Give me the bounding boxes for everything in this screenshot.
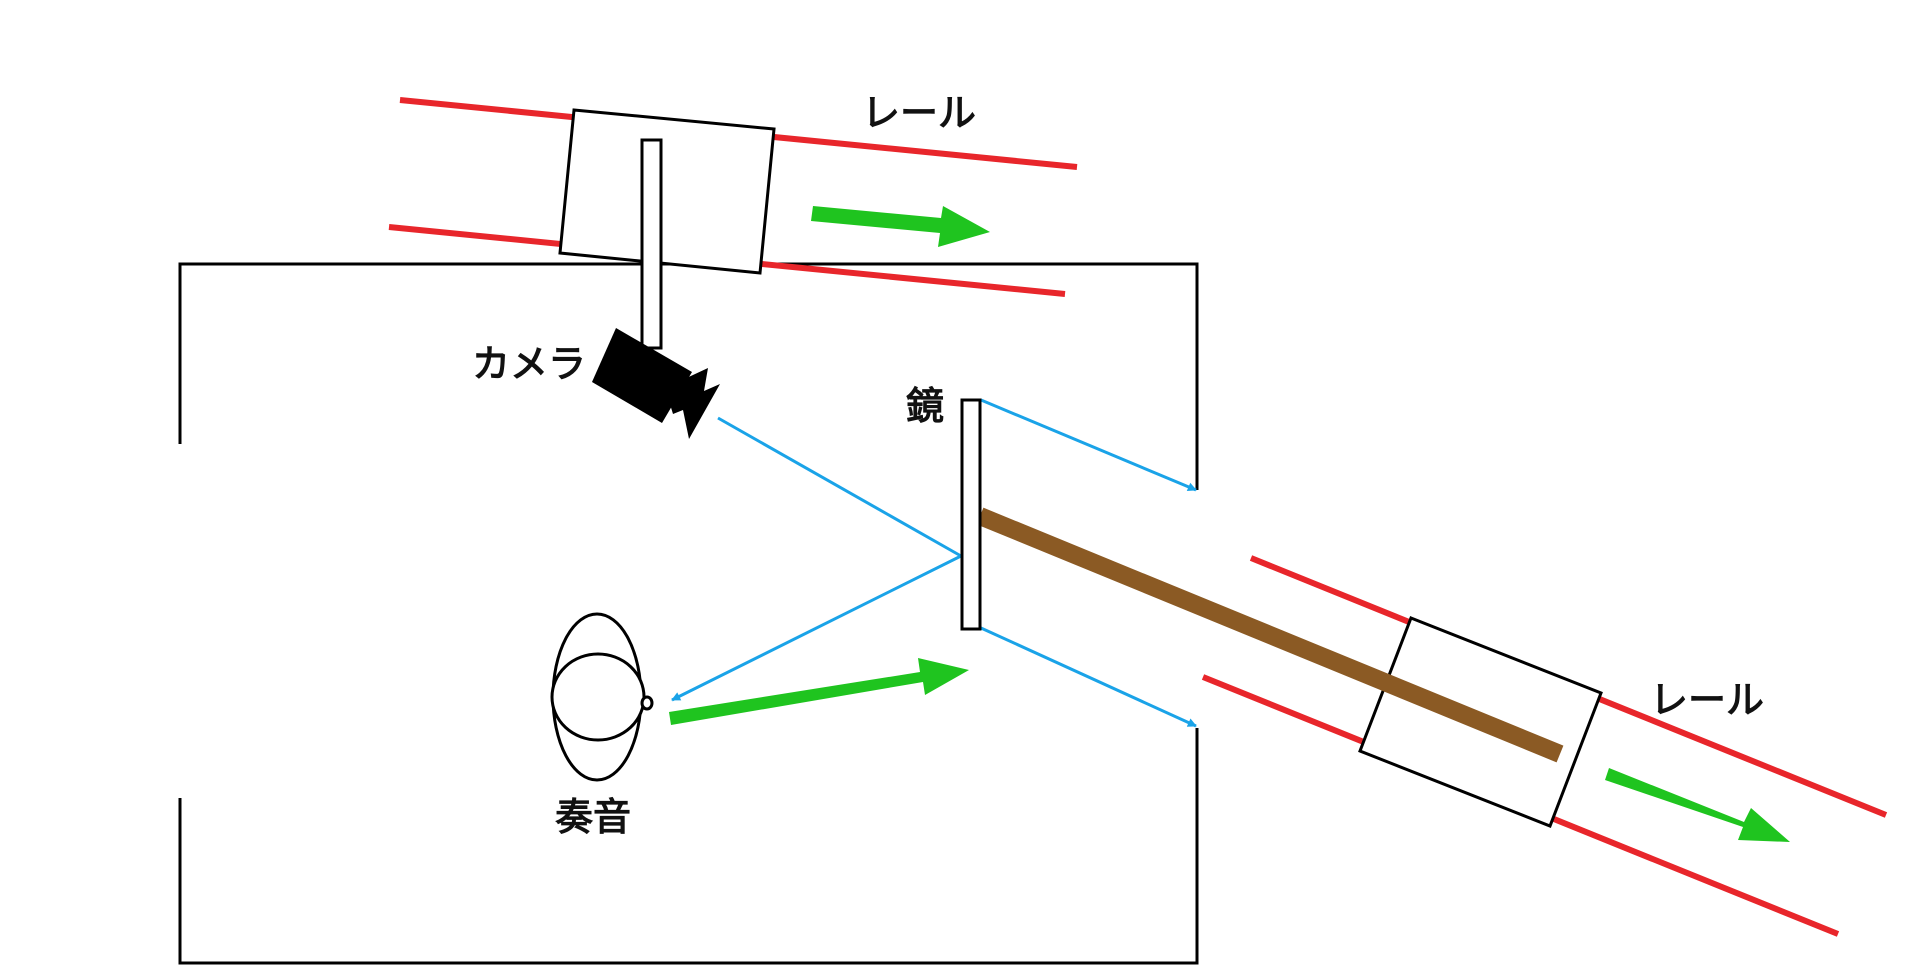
video-camera-icon [592, 328, 720, 439]
person-top-view-icon [550, 612, 654, 782]
mirror-label: 鏡 [906, 384, 944, 428]
mirror-arm [976, 507, 1564, 763]
ray-mirror-edge-lower [980, 626, 1197, 728]
camera-label: カメラ [472, 342, 586, 386]
room-wall-lower [178, 728, 1199, 965]
light-rays [671, 398, 1197, 728]
camera-mount-pole [640, 138, 663, 350]
ray-camera-to-mirror [717, 416, 962, 558]
room-walls [178, 262, 1199, 965]
rail-right-label: レール [1650, 678, 1764, 722]
ray-mirror-edge-upper [980, 398, 1197, 492]
ray-mirror-to-performer [671, 554, 962, 702]
mirror [960, 398, 982, 631]
performer-motion-arrow [669, 658, 969, 725]
rail-top-label: レール [862, 91, 976, 135]
top-rail-carriage [558, 108, 776, 275]
right-motion-arrow [1605, 768, 1790, 842]
performer-label: 奏音 [555, 795, 631, 839]
top-motion-arrow [811, 206, 990, 247]
